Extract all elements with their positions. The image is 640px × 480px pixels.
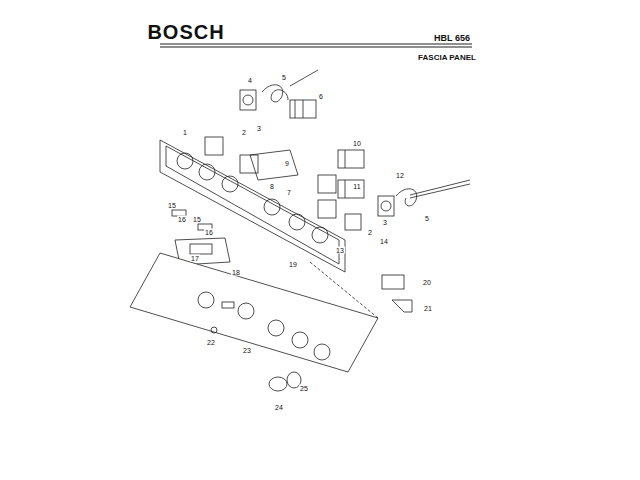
callout-number: 6 xyxy=(318,93,324,100)
callout-number: 5 xyxy=(424,215,430,222)
callout-number: 9 xyxy=(284,160,290,167)
callout-number: 2 xyxy=(241,129,247,136)
callout-number: 7 xyxy=(286,189,292,196)
callout-number: 19 xyxy=(288,261,298,268)
callout-number: 14 xyxy=(379,238,389,245)
callout-number: 18 xyxy=(231,269,241,276)
callout-number: 16 xyxy=(177,216,187,223)
callout-number: 24 xyxy=(274,404,284,411)
callout-number: 22 xyxy=(206,339,216,346)
callout-number: 3 xyxy=(382,219,388,226)
callout-number: 13 xyxy=(335,247,345,254)
callout-number: 25 xyxy=(299,385,309,392)
callout-number: 1 xyxy=(182,129,188,136)
section-title: FASCIA PANEL xyxy=(418,54,476,62)
callout-number: 15 xyxy=(167,202,177,209)
callout-number: 16 xyxy=(204,229,214,236)
brand-logo: BOSCH xyxy=(147,22,224,42)
callout-number: 15 xyxy=(192,216,202,223)
callout-number: 21 xyxy=(423,305,433,312)
callout-number: 17 xyxy=(190,255,200,262)
model-number: HBL 656 xyxy=(434,34,470,43)
callout-number: 23 xyxy=(242,347,252,354)
callout-number: 11 xyxy=(352,183,361,190)
callout-number: 12 xyxy=(395,172,405,179)
callout-number: 2 xyxy=(367,229,373,236)
callout-number: 8 xyxy=(269,183,275,190)
callout-number: 20 xyxy=(422,279,432,286)
callout-number: 10 xyxy=(352,140,362,147)
callout-number: 3 xyxy=(256,125,262,132)
callout-number: 5 xyxy=(281,74,287,81)
callout-number: 4 xyxy=(247,77,253,84)
